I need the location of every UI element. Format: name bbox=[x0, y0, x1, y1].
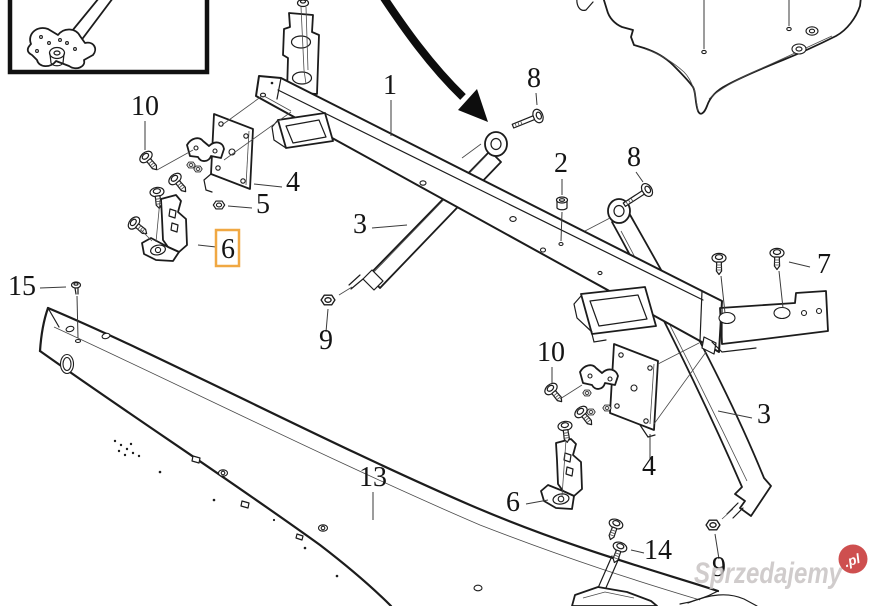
bolt-8-left bbox=[509, 107, 546, 134]
direction-arrow-icon bbox=[380, 0, 488, 122]
callout-10-right: 10 bbox=[537, 337, 565, 368]
callout-leaders bbox=[39, 92, 811, 560]
watermark-logo bbox=[838, 544, 868, 574]
tow-bracket-right-part-6 bbox=[540, 438, 583, 510]
screw-10-left bbox=[137, 148, 163, 175]
callout-10-left: 10 bbox=[131, 91, 159, 122]
callout-6-highlight-box bbox=[214, 228, 241, 268]
watermark: Sprzedajemy .pl bbox=[694, 544, 868, 590]
callout-7: 7 bbox=[817, 249, 831, 280]
guide-loop-right bbox=[573, 286, 657, 343]
stay-rod-part-14 bbox=[571, 516, 758, 606]
cowl-panel bbox=[576, 0, 862, 115]
bracket-cluster-left bbox=[125, 95, 292, 262]
callout-6-left-highlighted: 6 bbox=[221, 234, 235, 265]
bracket-cluster-right bbox=[540, 342, 707, 510]
plug-bolt-part-2 bbox=[555, 196, 569, 247]
callout-3-right: 3 bbox=[757, 399, 771, 430]
callout-8-right: 8 bbox=[627, 142, 641, 173]
callouts: 10 4 5 6 15 1 8 2 8 7 3 9 10 4 6 3 14 9 … bbox=[8, 63, 831, 583]
clamp-bracket-left bbox=[186, 137, 225, 162]
callout-6-right: 6 bbox=[506, 487, 520, 518]
callout-1: 1 bbox=[383, 70, 397, 101]
bumper-beam-part-13 bbox=[38, 306, 720, 606]
watermark-brand-text: Sprzedajemy bbox=[694, 557, 843, 590]
screw-part-15 bbox=[70, 281, 82, 344]
callout-13: 13 bbox=[359, 462, 387, 493]
nut-9-left bbox=[320, 294, 336, 306]
top-mount-strap bbox=[282, 0, 320, 95]
nut-part-5 bbox=[212, 200, 226, 210]
fasteners bbox=[70, 107, 785, 531]
callout-8-left: 8 bbox=[527, 63, 541, 94]
nut-9-right bbox=[705, 519, 721, 531]
callout-9-right: 9 bbox=[712, 552, 726, 583]
callout-4-left: 4 bbox=[286, 167, 300, 198]
callout-15: 15 bbox=[8, 271, 36, 302]
callout-14: 14 bbox=[644, 535, 672, 566]
callout-9-left: 9 bbox=[319, 325, 333, 356]
strap-bolt bbox=[296, 0, 310, 85]
clamp-bracket-right bbox=[579, 364, 619, 390]
tow-bracket-left-part-6 bbox=[141, 194, 188, 262]
watermark-tld-text: .pl bbox=[842, 551, 862, 570]
callout-5-left: 5 bbox=[256, 189, 270, 220]
callout-4-right: 4 bbox=[642, 451, 656, 482]
bolt-8-right bbox=[619, 180, 656, 212]
callout-2: 2 bbox=[554, 148, 568, 179]
crossmember-part-1 bbox=[255, 75, 829, 355]
callout-3-left: 3 bbox=[353, 209, 367, 240]
bolts-part-7 bbox=[711, 247, 785, 314]
end-plate bbox=[719, 290, 829, 345]
inset-thumbnail bbox=[7, 0, 210, 75]
guide-loop-left bbox=[271, 112, 334, 149]
screw-10-right bbox=[542, 380, 568, 407]
